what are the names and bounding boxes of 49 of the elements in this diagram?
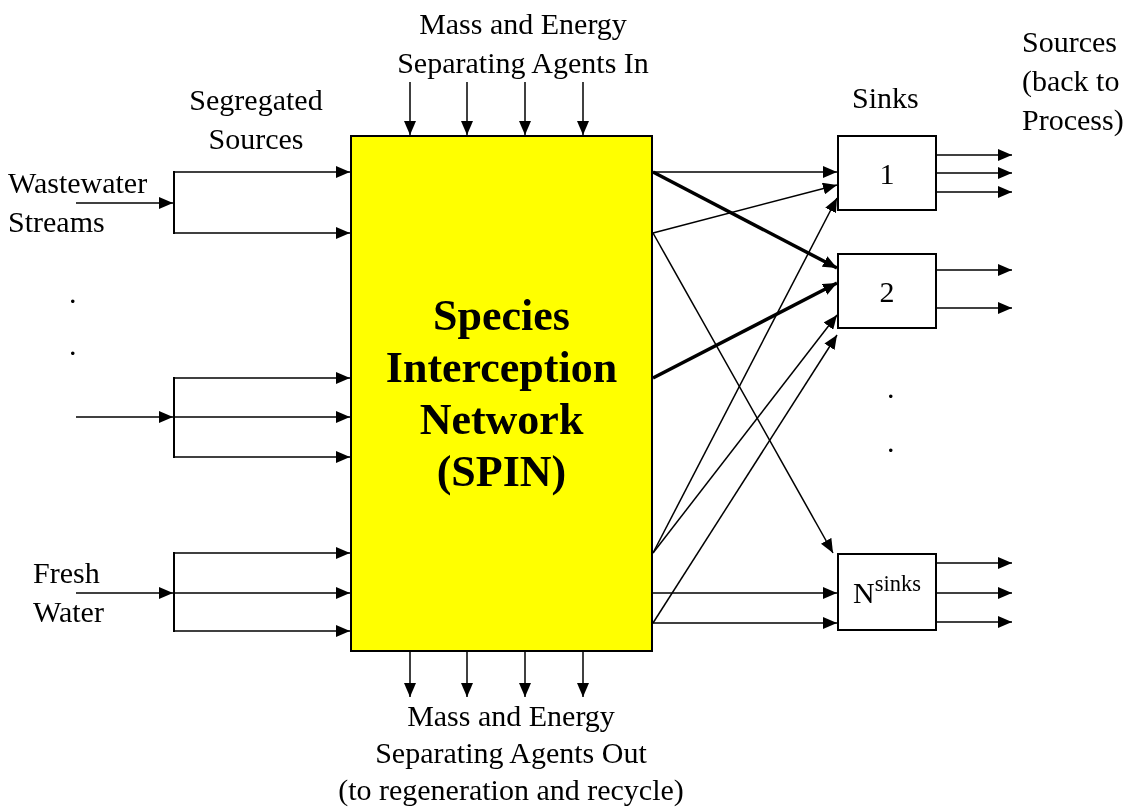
arrow: [174, 451, 351, 463]
arrow: [936, 616, 1013, 628]
source-label: Fresh Water: [33, 553, 133, 631]
arrow: [461, 81, 473, 136]
arrow: [936, 302, 1013, 314]
source-label: Wastewater Streams: [8, 163, 166, 241]
column-heading: Sinks: [852, 80, 919, 116]
arrow: [936, 149, 1013, 161]
ellipsis-dot: .: [887, 424, 895, 460]
output-heading: Sources (back to Process): [1022, 24, 1125, 138]
arrow: [75, 197, 174, 209]
column-heading: Segregated Sources: [188, 82, 324, 157]
ellipsis-dot: .: [69, 275, 77, 311]
arrow: [174, 372, 351, 384]
arrow: [75, 411, 174, 423]
arrow: [461, 651, 473, 698]
arrow: [652, 587, 838, 599]
arrow: [652, 617, 838, 629]
arrow: [652, 182, 838, 234]
arrow: [174, 547, 351, 559]
arrow: [404, 81, 416, 136]
arrow: [936, 167, 1013, 179]
arrow: [577, 81, 589, 136]
sink-box: 2: [837, 253, 937, 329]
arrow: [519, 651, 531, 698]
arrow: [519, 81, 531, 136]
ellipsis-dot: .: [887, 370, 895, 406]
arrow: [652, 170, 838, 270]
arrow: [174, 227, 351, 239]
arrow: [652, 281, 838, 380]
arrow: [936, 587, 1013, 599]
arrow: [652, 334, 838, 624]
arrow: [936, 557, 1013, 569]
arrow: [174, 166, 351, 178]
arrow: [174, 625, 351, 637]
arrow: [936, 264, 1013, 276]
arrow: [404, 651, 416, 698]
ellipsis-dot: .: [69, 327, 77, 363]
arrow: [577, 651, 589, 698]
arrow: [936, 186, 1013, 198]
arrow: [174, 587, 351, 599]
input-label: Mass and Energy Separating Agents In: [363, 4, 683, 82]
sink-box: 1: [837, 135, 937, 211]
sink-box: N$^{sinks}$: [837, 553, 937, 631]
network-box: Species Interception Network (SPIN): [350, 135, 653, 652]
arrow: [652, 314, 838, 554]
arrow: [174, 411, 351, 423]
output-label: Mass and Energy Separating Agents Out (to regeneration and recycle): [321, 697, 701, 809]
arrow: [75, 587, 174, 599]
